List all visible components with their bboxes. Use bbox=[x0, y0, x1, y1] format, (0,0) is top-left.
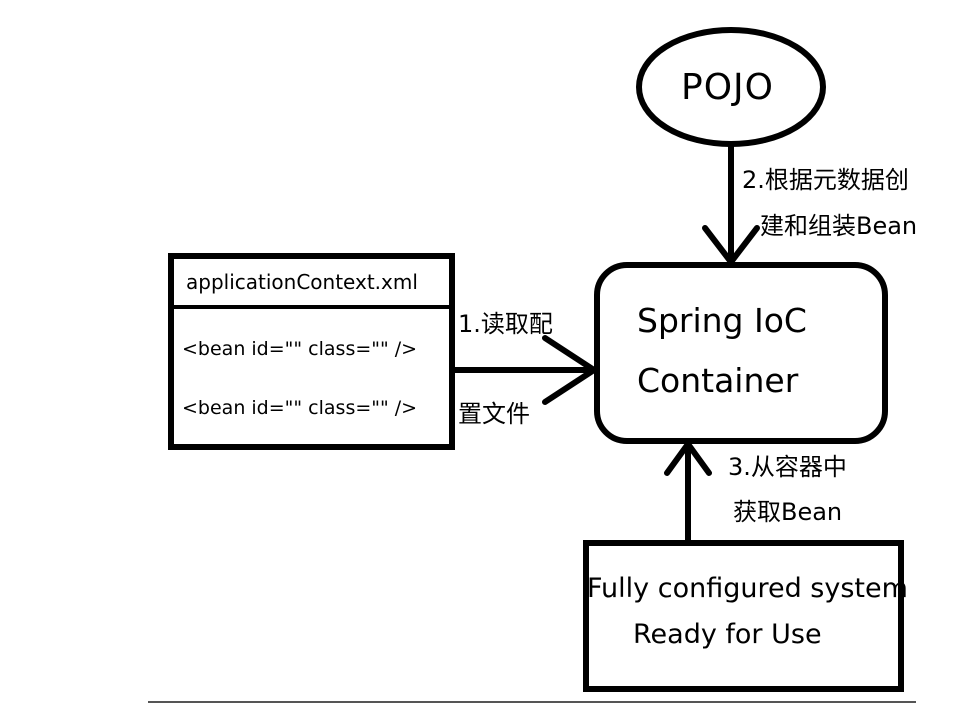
system-label-line2: Ready for Use bbox=[633, 619, 822, 650]
container-node bbox=[594, 262, 888, 444]
pojo-label: POJO bbox=[681, 67, 774, 108]
get-bean-label-line2: 获取Bean bbox=[733, 498, 843, 526]
get-bean-label-line1: 3.从容器中 bbox=[728, 453, 847, 481]
config-file-node bbox=[168, 253, 455, 450]
bean-entry: <bean id="" class="" /> bbox=[182, 338, 418, 360]
read-config-label-line1: 1.读取配 bbox=[458, 310, 553, 338]
arrow-pojo-to-container bbox=[702, 142, 760, 265]
arrow-system-to-container bbox=[664, 441, 712, 543]
system-node bbox=[583, 540, 904, 692]
arrow-config-to-container bbox=[452, 335, 597, 405]
create-beans-label-line1: 2.根据元数据创 bbox=[742, 166, 909, 194]
bean-entry: <bean id="" class="" /> bbox=[182, 397, 418, 419]
read-config-label-line2: 置文件 bbox=[458, 400, 530, 428]
config-file-title: applicationContext.xml bbox=[186, 270, 418, 294]
right-crop-mask bbox=[916, 0, 966, 704]
system-label-line1: Fully configured system bbox=[587, 573, 908, 604]
create-beans-label-line2: 建和组装Bean bbox=[760, 212, 918, 240]
container-title-line1: Spring IoC bbox=[637, 301, 807, 340]
container-title-line2: Container bbox=[637, 361, 799, 400]
